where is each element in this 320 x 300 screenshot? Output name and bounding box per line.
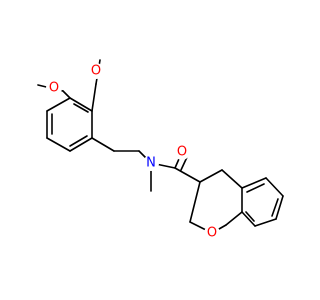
bond [46,137,71,152]
bond [271,198,279,217]
structure-canvas: O O N O O [37,59,284,241]
atom-label: O [91,64,101,79]
bond [73,103,89,113]
oxygen-atom-methoxy-top: O [88,63,104,79]
bond [46,97,71,112]
bond [189,181,201,223]
bond [245,211,255,222]
bond [199,169,223,183]
bond [241,211,256,227]
bond [241,177,267,189]
bond [69,97,93,112]
bond [69,137,93,152]
bond [91,137,115,152]
bond [254,218,277,227]
bond [62,90,71,99]
atom-label: O [207,226,217,241]
bond [265,177,284,197]
bond [174,167,201,183]
nitrogen-atom-amide: N [143,155,159,171]
oxygen-atom-ring: O [204,225,220,241]
atom-label: O [177,145,187,160]
bond [275,195,284,220]
oxygen-atom-methoxy-left: O [46,80,62,96]
atom-label: N [146,156,156,171]
bond [246,183,265,193]
bond [91,83,97,112]
oxygen-atom-carbonyl: O [174,144,190,160]
bond [69,135,88,147]
molecule-structure: O O N O O [37,59,284,241]
bond [225,211,243,226]
bond [221,169,243,189]
atom-label: O [49,81,59,96]
